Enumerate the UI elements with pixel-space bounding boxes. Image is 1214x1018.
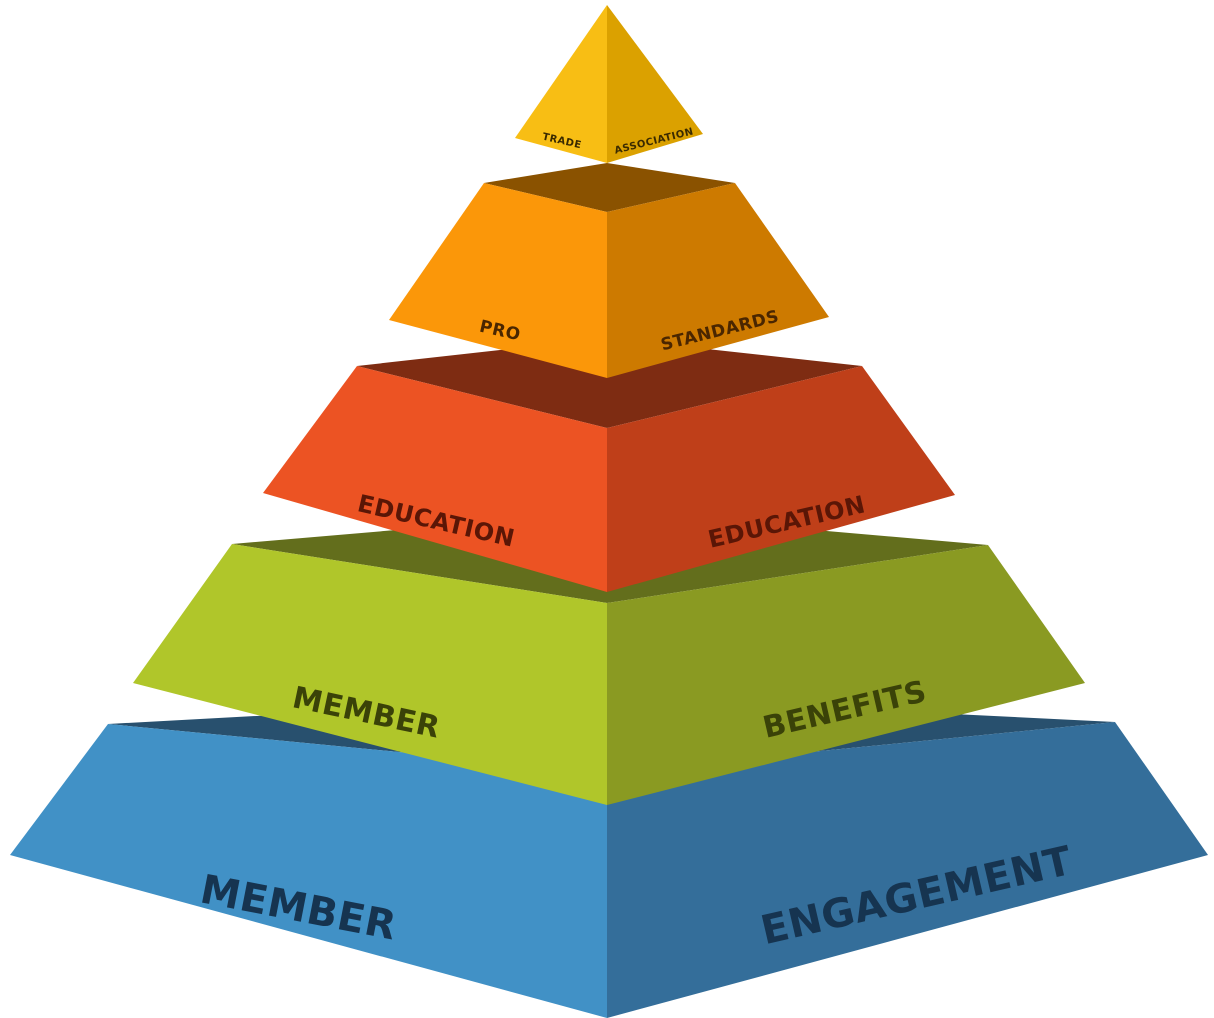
apex-right-face	[607, 5, 703, 163]
tier-4-left-face	[133, 544, 607, 805]
tier-3-left-face	[263, 366, 607, 592]
tier-3-top-face	[357, 338, 862, 428]
apex-left-face	[515, 5, 607, 163]
tier-apex: TRADE ASSOCIATION	[515, 5, 703, 163]
tier-3-right-face	[607, 366, 955, 592]
tier-4-right-face	[607, 545, 1085, 805]
tier-2: PRO STANDARDS	[389, 163, 829, 378]
tier-2-top-face	[484, 163, 735, 212]
tier-5-right-face	[607, 722, 1208, 1018]
tier-2-right-face	[607, 183, 829, 378]
tier-5-left-face	[10, 724, 607, 1018]
tier-2-left-face	[389, 183, 607, 378]
